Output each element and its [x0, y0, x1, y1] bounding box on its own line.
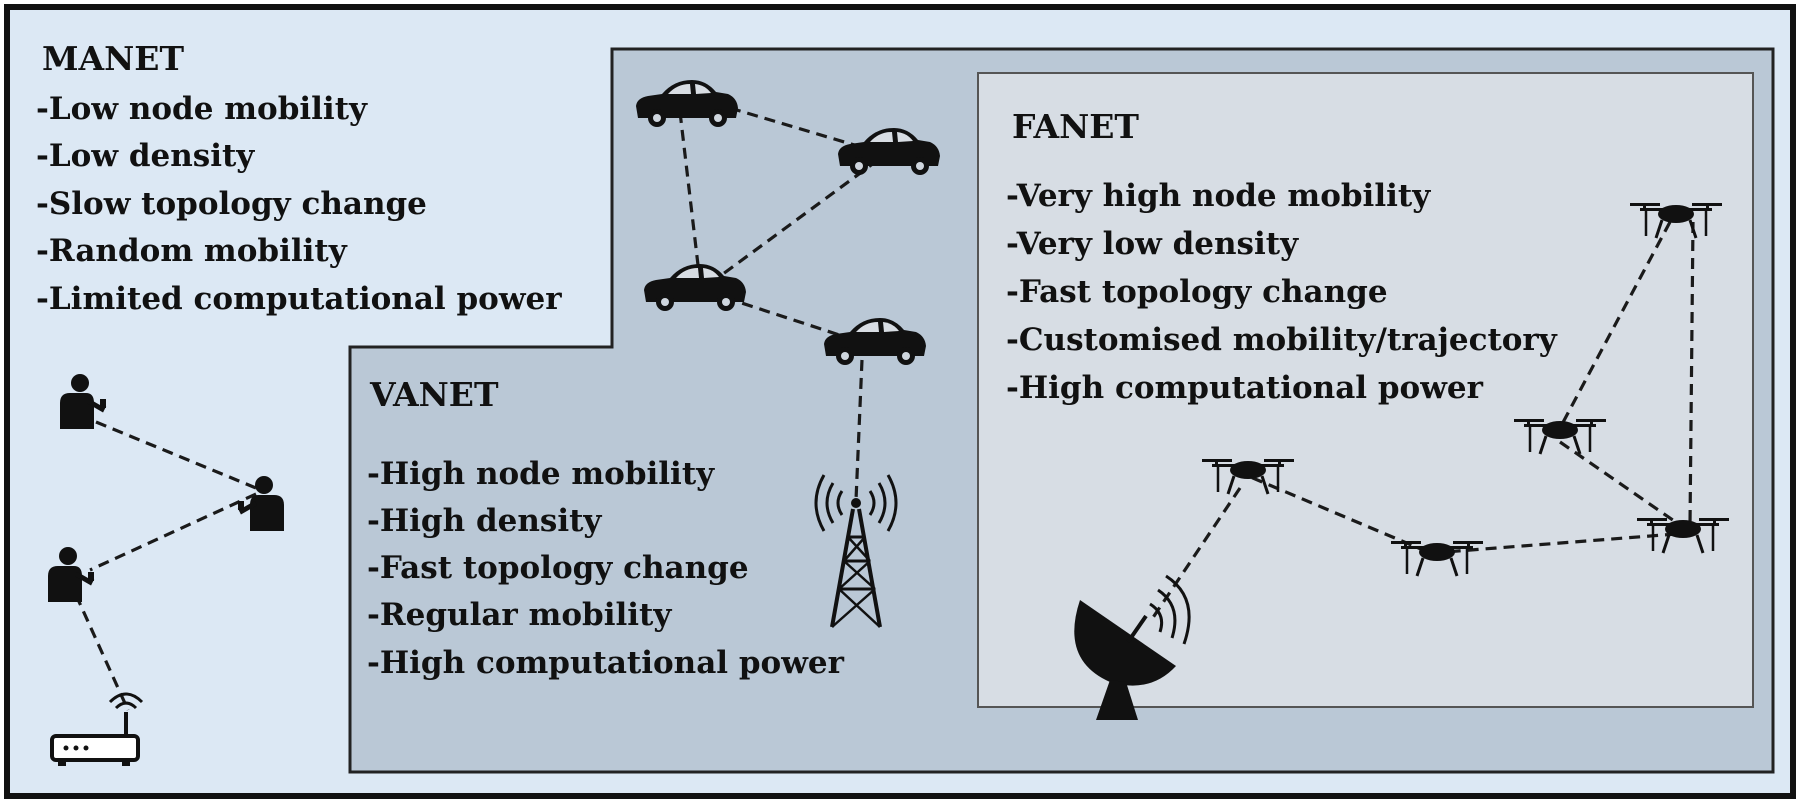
manet-title: MANET — [42, 39, 184, 78]
manet-item: -Limited computational power — [36, 281, 562, 317]
satellite-dish-icon — [1074, 574, 1191, 720]
fanet-title: FANET — [1012, 107, 1139, 146]
fanet-item: -Very low density — [1006, 226, 1299, 262]
manet-item: -Low node mobility — [36, 91, 368, 127]
vanet-item: -High computational power — [367, 645, 845, 681]
vanet-item: -High density — [367, 503, 602, 539]
fanet-item: -Very high node mobility — [1006, 178, 1431, 214]
manet-links — [74, 420, 257, 711]
manet-item: -Low density — [36, 138, 255, 174]
vanet-title: VANET — [369, 375, 499, 414]
vanet-item: -High node mobility — [367, 456, 715, 492]
manet-item: -Slow topology change — [36, 186, 427, 222]
fanet-item: -Fast topology change — [1006, 274, 1388, 310]
vanet-item: -Regular mobility — [367, 597, 672, 633]
cell-tower-icon — [814, 474, 898, 628]
vanet-item: -Fast topology change — [367, 550, 749, 586]
fanet-item: -High computational power — [1006, 370, 1484, 406]
fanet-item: -Customised mobility/trajectory — [1006, 322, 1558, 358]
manet-item: -Random mobility — [36, 233, 348, 269]
fanet-panel — [977, 72, 1754, 708]
wifi-router-icon — [50, 692, 144, 766]
